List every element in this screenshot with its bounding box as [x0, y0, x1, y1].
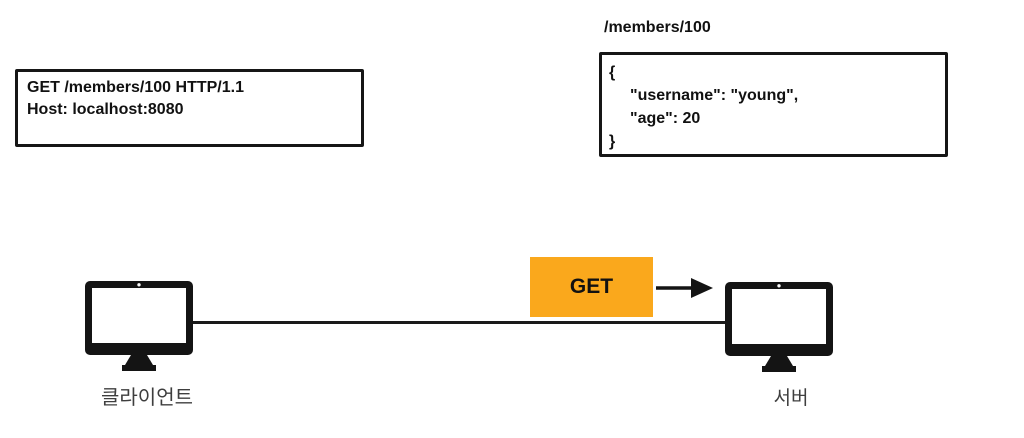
response-json-box: { "username": "young", "age": 20 }: [599, 52, 948, 157]
client-label: 클라이언트: [101, 387, 193, 409]
request-line: GET /members/100 HTTP/1.1: [27, 79, 244, 96]
json-username-line: "username": "young",: [630, 87, 799, 104]
json-age-line: "age": 20: [630, 110, 701, 127]
http-request-box: GET /members/100 HTTP/1.1 Host: localhos…: [15, 69, 364, 147]
connection-line: [191, 321, 727, 324]
request-arrow-icon: [656, 275, 714, 301]
request-host-line: Host: localhost:8080: [27, 101, 184, 118]
client-monitor-icon: [85, 281, 193, 371]
get-method-badge: GET: [530, 257, 653, 317]
json-open-brace: {: [609, 64, 616, 81]
json-close-brace: }: [609, 133, 616, 150]
resource-path-label: /members/100: [604, 19, 711, 36]
server-monitor-icon: [725, 282, 833, 372]
server-label: 서버: [773, 388, 809, 409]
